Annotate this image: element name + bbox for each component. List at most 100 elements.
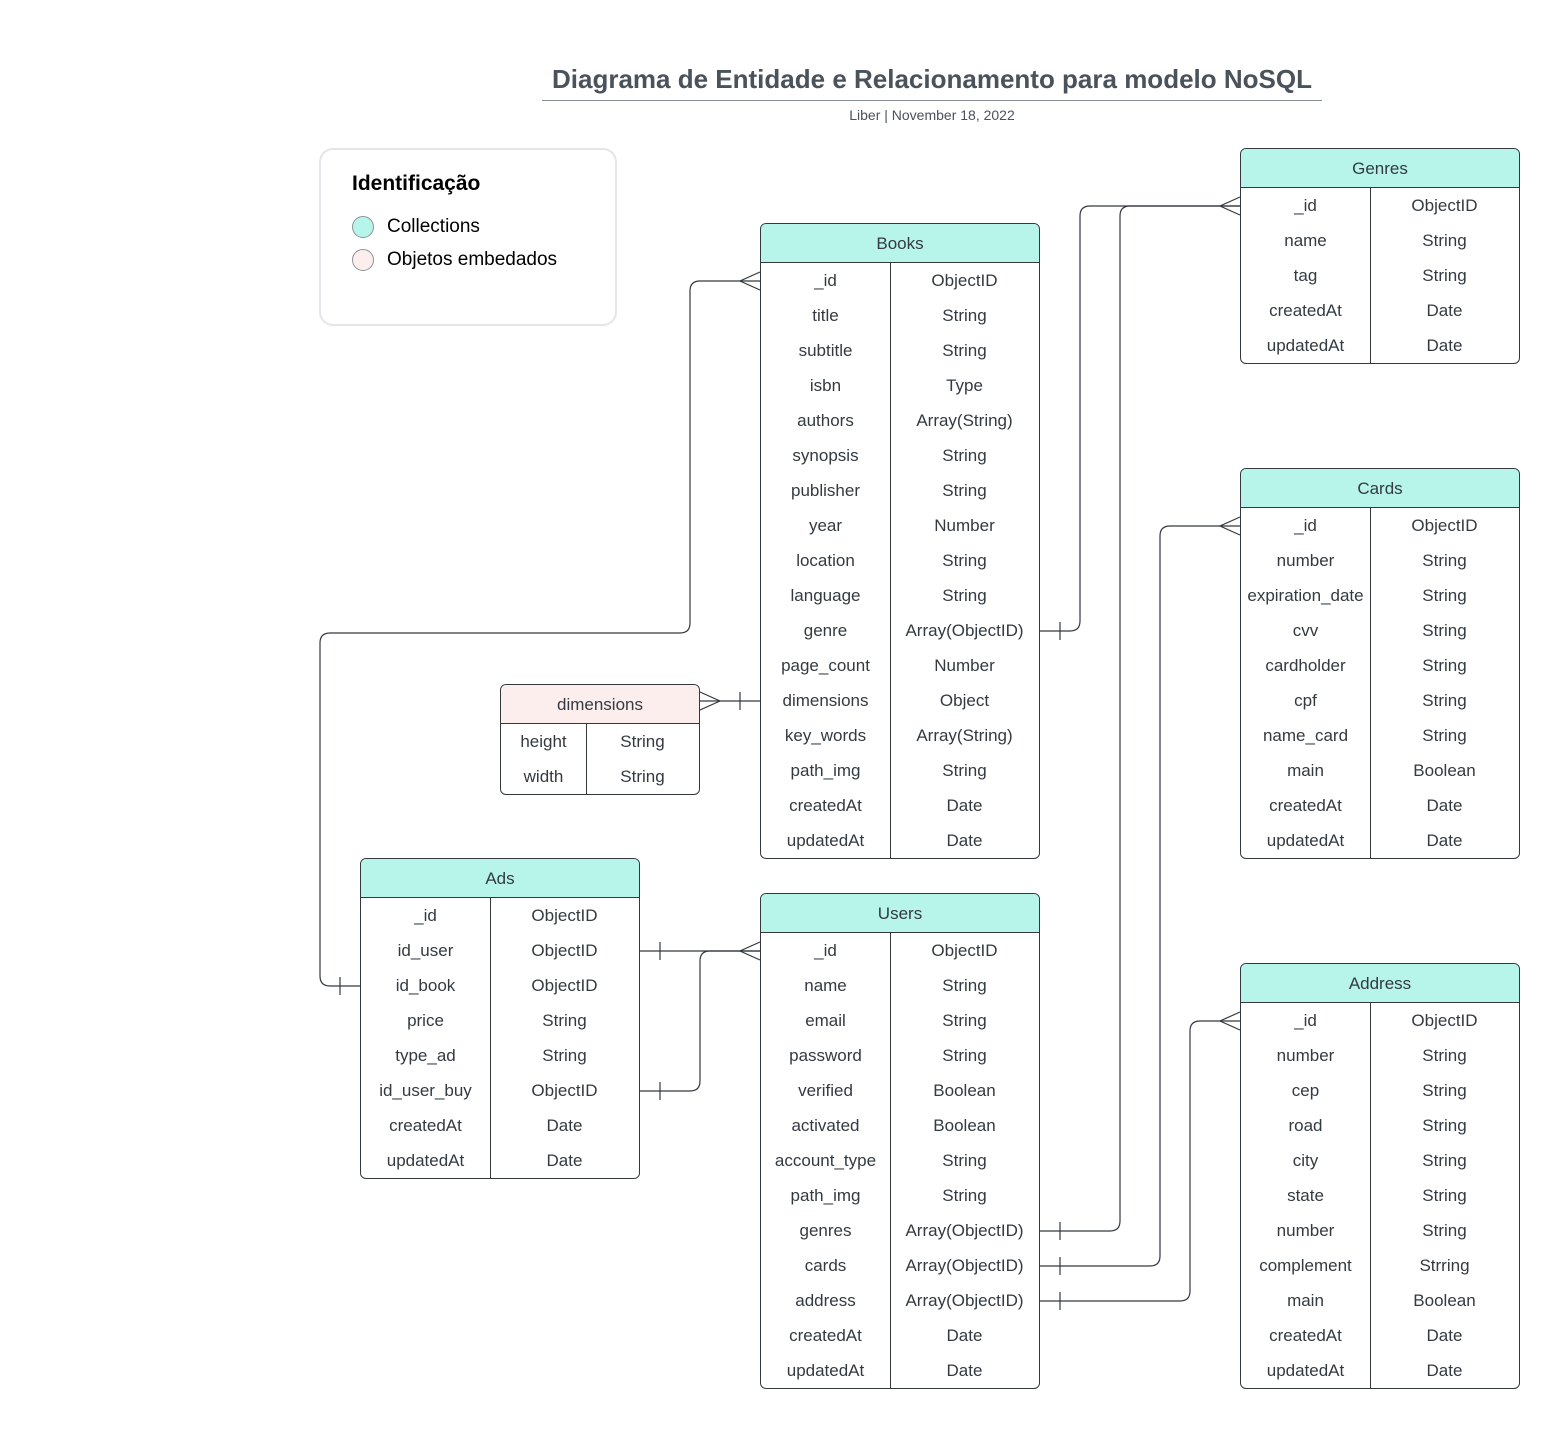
legend-title: Identificação [352, 172, 481, 195]
field-row: cpf String [1241, 683, 1519, 718]
field-type: Date [946, 1326, 983, 1345]
column-divider [1370, 1003, 1371, 1388]
field-name: _id [414, 906, 437, 925]
entity-header: Ads [361, 859, 639, 898]
legend-label: Objetos embedados [387, 249, 558, 270]
entity-header: Address [1241, 964, 1519, 1003]
field-name: main [1287, 1291, 1324, 1310]
field-row: account_type String [761, 1143, 1039, 1178]
field-name: isbn [809, 376, 842, 395]
crow-foot-icon [738, 941, 761, 961]
field-type: String [942, 446, 987, 465]
field-type: Number [934, 516, 995, 535]
field-type: String [620, 732, 665, 751]
field-name: number [1276, 1221, 1335, 1240]
field-type: ObjectID [1411, 516, 1478, 535]
field-type: Type [946, 376, 983, 395]
field-type: ObjectID [531, 906, 598, 925]
field-type: Array(String) [916, 411, 1013, 430]
field-name: genres [799, 1221, 852, 1240]
field-type: String [1422, 691, 1467, 710]
column-divider [490, 898, 491, 1178]
field-name: email [805, 1011, 846, 1030]
field-type: ObjectID [531, 941, 598, 960]
field-row: number String [1241, 1213, 1519, 1248]
connector-users-genres [1040, 205, 1240, 1232]
field-name: key_words [784, 726, 867, 745]
field-name: id_user_buy [379, 1081, 472, 1100]
field-name: cards [804, 1256, 847, 1275]
field-type: Boolean [933, 1081, 996, 1100]
entity-header: dimensions [501, 685, 699, 724]
field-type: String [1422, 1116, 1467, 1135]
field-row: page_count Number [761, 648, 1039, 683]
field-name: page_count [781, 656, 870, 675]
field-type: String [1422, 231, 1467, 250]
field-type: String [1422, 1221, 1467, 1240]
field-type: String [942, 1151, 987, 1170]
field-type: Date [1426, 301, 1463, 320]
field-name: updatedAt [786, 1361, 865, 1380]
field-name: name_card [1262, 726, 1349, 745]
column-divider [890, 263, 891, 858]
field-name: genre [803, 621, 848, 640]
field-name: complement [1259, 1256, 1352, 1275]
field-name: city [1292, 1151, 1319, 1170]
crow-foot-icon [1218, 516, 1241, 536]
field-type: Number [934, 656, 995, 675]
crow-foot-icon [699, 691, 722, 711]
field-type: Date [546, 1151, 583, 1170]
field-type: String [942, 976, 987, 995]
column-divider [890, 933, 891, 1388]
field-name: publisher [791, 481, 860, 500]
field-name: account_type [774, 1151, 877, 1170]
field-row: _id ObjectID [361, 898, 639, 933]
field-name: cpf [1294, 691, 1317, 710]
field-name: height [520, 732, 567, 751]
field-name: createdAt [789, 796, 862, 815]
entity-header: Cards [1241, 469, 1519, 508]
field-name: id_book [395, 976, 456, 995]
field-type: String [942, 306, 987, 325]
field-type: Date [946, 831, 983, 850]
legend-item-collections: Collections [352, 216, 480, 238]
field-name: state [1287, 1186, 1324, 1205]
field-name: subtitle [798, 341, 853, 360]
field-type: ObjectID [1411, 196, 1478, 215]
crow-foot-icon [738, 271, 761, 291]
field-type: Date [1426, 336, 1463, 355]
field-name: price [407, 1011, 444, 1030]
field-name: width [523, 767, 564, 786]
field-name: updatedAt [1266, 336, 1345, 355]
connector-users-cards [1040, 525, 1240, 1267]
field-name: createdAt [1269, 1326, 1342, 1345]
field-type: Array(ObjectID) [905, 1221, 1024, 1240]
